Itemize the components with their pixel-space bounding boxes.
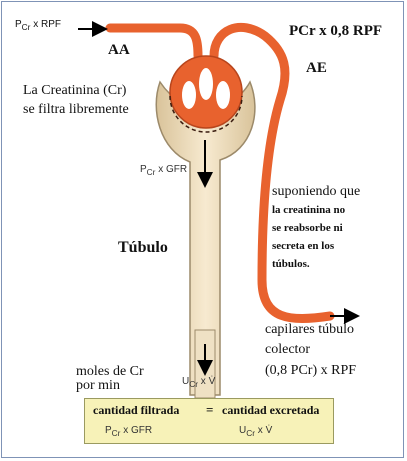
afferent-arteriole-label: AA: [108, 43, 130, 59]
creatinina-label-line1: La Creatinina (Cr): [23, 84, 126, 99]
excreted-formula: UCr x V̇: [239, 426, 272, 438]
assumption-line4: secreta en los: [272, 241, 334, 253]
equals-sign: =: [206, 403, 213, 417]
capillaries-label-line1: capilares túbulo: [265, 323, 354, 338]
assumption-line2: la creatinina no: [272, 205, 345, 217]
filtered-amount-label: cantidad filtrada: [93, 404, 179, 417]
glomerulus-loop-2: [199, 68, 213, 100]
efferent-arteriole-label: AE: [306, 61, 327, 77]
pcr-rpf-outflow-label: PCr x 0,8 RPF: [289, 24, 382, 40]
assumption-line3: se reabsorbe ni: [272, 223, 343, 235]
equation-box: cantidad filtrada = cantidad excretada P…: [84, 398, 334, 444]
glomerulus-loop-1: [182, 81, 196, 109]
moles-label-line2: por min: [76, 379, 120, 394]
excreted-amount-label: cantidad excretada: [222, 404, 319, 417]
pcr-rpf-inflow-label: PCr x RPF: [15, 20, 61, 32]
pcr-gfr-label: PCr x GFR: [140, 165, 187, 177]
tubulo-label: Túbulo: [118, 240, 168, 257]
assumption-line1: suponiendo que: [272, 185, 360, 200]
creatinina-label-line2: se filtra libremente: [23, 103, 129, 118]
glomerulus-loop-3: [216, 81, 230, 109]
filtered-formula: PCr x GFR: [105, 426, 152, 438]
ucr-v-label: UCr x V̇: [182, 377, 215, 389]
capillaries-label-line3: (0,8 PCr) x RPF: [265, 364, 356, 379]
assumption-line5: túbulos.: [272, 259, 310, 271]
capillaries-label-line2: colector: [265, 343, 310, 358]
